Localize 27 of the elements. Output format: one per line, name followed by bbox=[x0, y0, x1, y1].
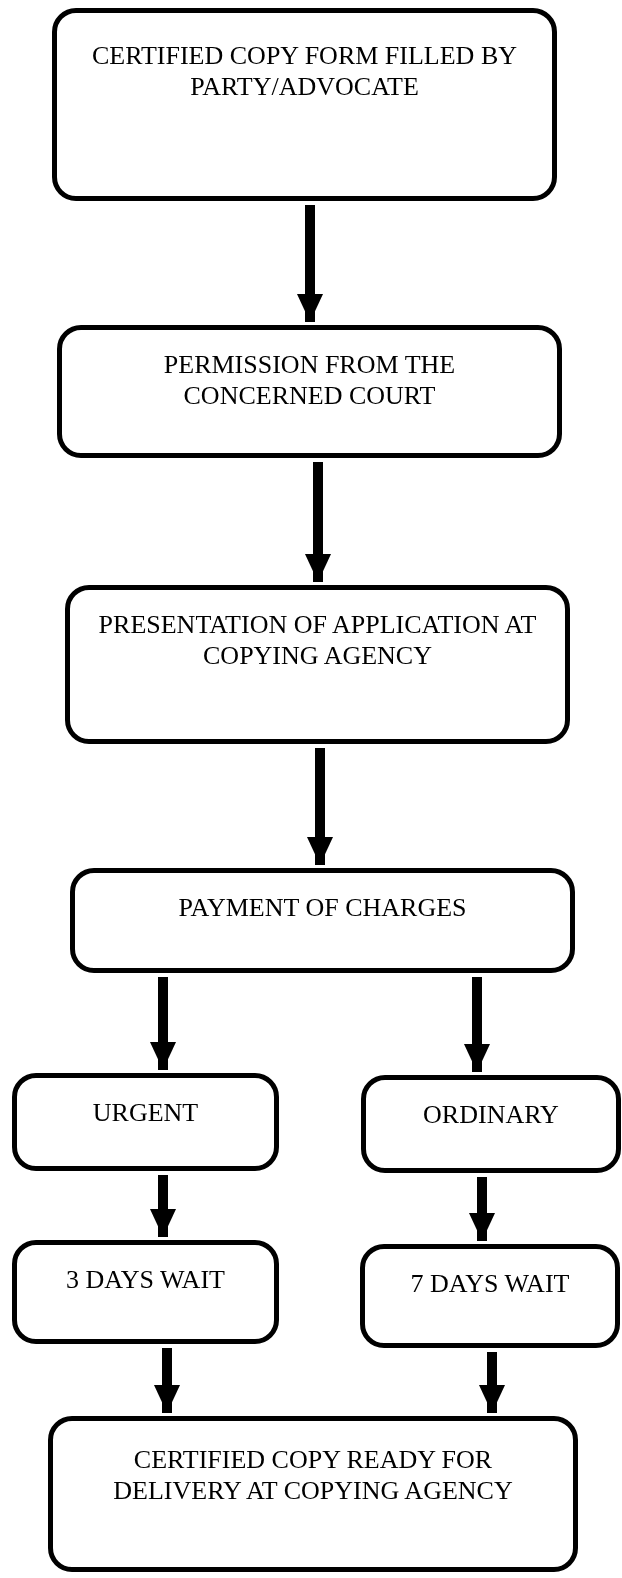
box-label: ORDINARY bbox=[423, 1100, 559, 1131]
arrow bbox=[469, 1177, 495, 1241]
process-box bbox=[12, 1240, 279, 1344]
arrow bbox=[305, 462, 331, 582]
box-label: PAYMENT OF CHARGES bbox=[178, 893, 467, 924]
process-box bbox=[360, 1244, 620, 1348]
arrow bbox=[150, 1175, 176, 1237]
process-box bbox=[361, 1075, 621, 1173]
arrow bbox=[479, 1352, 505, 1413]
process-box bbox=[48, 1416, 578, 1572]
box-label: PRESENTATION OF APPLICATION AT COPYING AGENCY bbox=[97, 610, 538, 672]
process-box bbox=[57, 325, 562, 458]
box-label: PERMISSION FROM THE CONCERNED COURT bbox=[162, 350, 457, 412]
arrow bbox=[307, 748, 333, 865]
process-box bbox=[52, 8, 557, 201]
box-label: 7 DAYS WAIT bbox=[410, 1269, 570, 1300]
process-box bbox=[65, 585, 570, 744]
arrow bbox=[297, 205, 323, 322]
process-box bbox=[70, 868, 575, 973]
box-label: 3 DAYS WAIT bbox=[66, 1265, 225, 1296]
arrow bbox=[150, 977, 176, 1070]
box-label: URGENT bbox=[92, 1098, 199, 1129]
box-label: CERTIFIED COPY FORM FILLED BY PARTY/ADVOCATE bbox=[90, 41, 519, 103]
box-label: CERTIFIED COPY READY FOR DELIVERY AT COPYING AGENCY bbox=[112, 1445, 514, 1507]
arrow bbox=[464, 977, 490, 1072]
process-box bbox=[12, 1073, 279, 1171]
arrow bbox=[154, 1348, 180, 1413]
